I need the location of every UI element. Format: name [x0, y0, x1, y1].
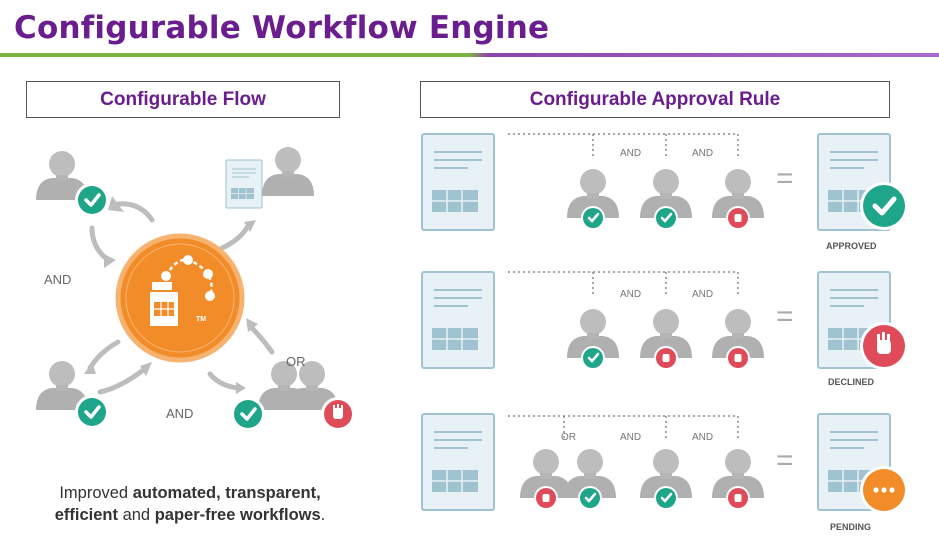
connector-and: AND [620, 289, 642, 300]
arrow-to-bottom-left [87, 339, 121, 371]
status-declined: DECLINED [828, 377, 875, 387]
approval-row-pending [421, 413, 908, 514]
trademark-mark: TM [196, 316, 207, 323]
equals-sign: = [776, 162, 794, 195]
connector-or: OR [561, 432, 576, 443]
approve-icon [578, 486, 602, 510]
configurable-flow-heading: Configurable Flow [26, 81, 340, 118]
arrowhead [140, 362, 152, 376]
arrow-from-bottom-left [97, 365, 149, 395]
flow-caption: Improved automated, transparent, efficie… [54, 484, 326, 524]
workflow-engine-icon [115, 233, 245, 363]
page-title: Configurable Workflow Engine [14, 10, 550, 46]
decline-icon [321, 397, 355, 431]
arrowhead [84, 362, 96, 374]
arrow-to-top-left [115, 201, 155, 223]
status-approved: APPROVED [826, 241, 877, 251]
arrowhead [236, 382, 246, 394]
label-or: OR [286, 354, 306, 369]
approval-row-approved [421, 133, 908, 231]
status-pending: PENDING [830, 522, 872, 532]
decline-icon [534, 486, 558, 510]
document-icon [225, 159, 263, 209]
arrowhead [108, 196, 124, 212]
approve-icon [654, 206, 678, 230]
document-icon [421, 271, 495, 369]
connector-and: AND [692, 432, 714, 443]
approve-icon [231, 397, 265, 431]
connector-and: AND [692, 148, 714, 159]
person-top-right [262, 147, 314, 196]
approve-icon [654, 486, 678, 510]
arrowhead [244, 220, 256, 232]
connector-and: AND [620, 432, 642, 443]
pending-status-icon [860, 466, 908, 514]
document-icon [421, 133, 495, 231]
approved-status-icon [860, 182, 908, 230]
configurable-approval-rule-heading: Configurable Approval Rule [420, 81, 890, 118]
label-and: AND [44, 272, 72, 287]
title-divider [0, 53, 939, 57]
document-icon [421, 413, 495, 511]
arrow-to-top-right [219, 223, 251, 251]
equals-sign: = [776, 300, 794, 333]
approve-icon [75, 395, 109, 429]
approval-row-declined [421, 271, 908, 370]
approve-icon [581, 346, 605, 370]
decline-icon [726, 346, 750, 370]
arrowhead [104, 254, 116, 268]
approve-icon [75, 183, 109, 217]
arrow-from-bottom-right [247, 323, 275, 355]
decline-icon [726, 486, 750, 510]
equals-sign: = [776, 444, 794, 477]
arrowhead [246, 318, 258, 332]
connector-and: AND [620, 148, 642, 159]
label-and: AND [166, 406, 194, 421]
decline-icon [654, 346, 678, 370]
decline-icon [726, 206, 750, 230]
declined-status-icon [860, 322, 908, 370]
arrow-to-bottom-right [207, 371, 241, 391]
connector-and: AND [692, 289, 714, 300]
approve-icon [581, 206, 605, 230]
flow-diagram [36, 147, 355, 431]
